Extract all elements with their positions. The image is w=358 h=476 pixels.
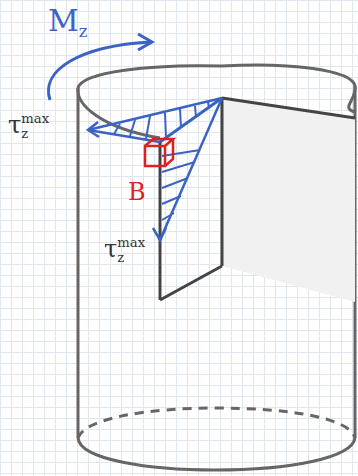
stress-label: τmaxz [104, 236, 145, 265]
stress-envelope [160, 98, 222, 240]
stress-element [145, 139, 173, 166]
cut-face [222, 98, 355, 302]
stress-label: τmaxz [8, 112, 49, 141]
stress-hatch [114, 102, 209, 139]
arrowhead [88, 122, 99, 137]
stress-envelope [88, 98, 222, 130]
cut-edge [222, 98, 355, 118]
bottom-ellipse-back [78, 408, 355, 438]
arrowhead [138, 34, 152, 50]
moment-label: Mz [48, 6, 87, 40]
cylinder-side-left [77, 88, 80, 438]
cut-edge [221, 98, 224, 266]
stress-hatch [162, 150, 200, 220]
arrowhead [153, 228, 166, 240]
bottom-ellipse-front [78, 438, 355, 470]
top-ellipse-left [78, 66, 222, 138]
moment-arrow [48, 42, 150, 100]
cut-edge [160, 266, 222, 300]
stress-element [145, 146, 165, 166]
point-label: B [128, 180, 146, 204]
